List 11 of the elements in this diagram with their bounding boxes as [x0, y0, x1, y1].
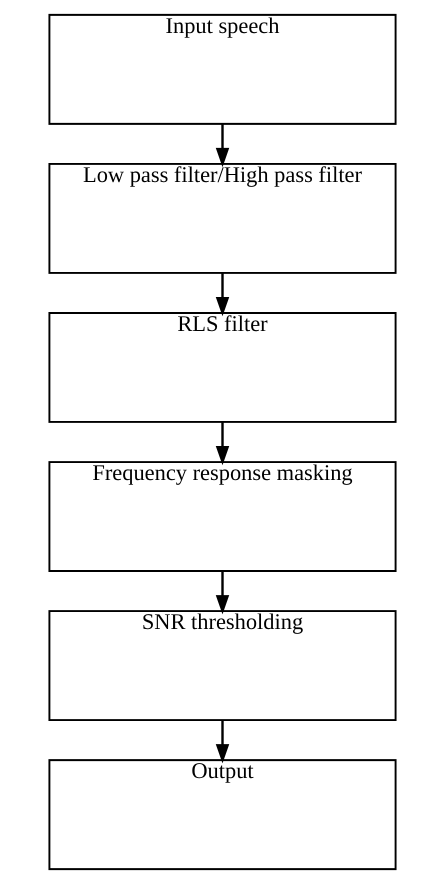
node-box: Output	[48, 759, 396, 870]
node-box: RLS filter	[48, 312, 396, 423]
arrow	[215, 124, 229, 168]
arrow	[215, 720, 229, 764]
node-box: SNR thresholding	[48, 610, 396, 722]
arrow	[215, 571, 229, 614]
node-box: Low pass filter/High pass filter	[48, 162, 396, 274]
arrow	[215, 422, 229, 466]
node-box: Input speech	[48, 14, 396, 125]
node-box: Frequency response masking	[48, 461, 396, 572]
arrow	[215, 273, 229, 316]
